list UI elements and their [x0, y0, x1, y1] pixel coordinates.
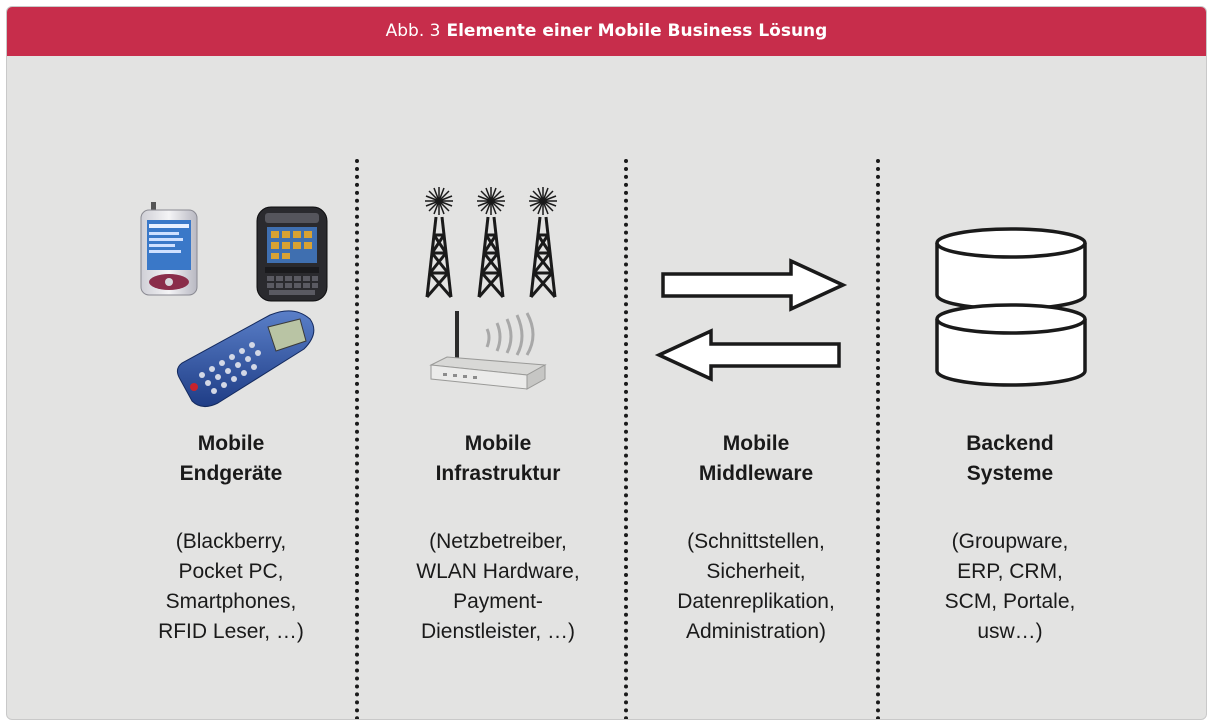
arrow-left-icon [654, 328, 841, 382]
title-line: Infrastruktur [435, 462, 561, 485]
column-description: (Schnittstellen, Sicherheit, Datenreplik… [636, 527, 876, 647]
desc-line: (Groupware, [951, 530, 1069, 553]
caption-title: Elemente einer Mobile Business Lösung [446, 21, 828, 41]
desc-line: WLAN Hardware, [416, 560, 580, 583]
blackberry-icon [256, 206, 328, 302]
column-title: Mobile Infrastruktur [378, 429, 618, 489]
title-line: Mobile [197, 432, 265, 455]
wlan-router-icon [429, 311, 547, 390]
database-icon [935, 303, 1087, 387]
desc-line: Administration) [685, 620, 827, 643]
column-title: Backend Systeme [890, 429, 1130, 489]
desc-line: Payment- [453, 590, 543, 613]
desc-line: Smartphones, [165, 590, 297, 613]
rfid-scanner-icon [176, 310, 315, 407]
column-description: (Netzbetreiber, WLAN Hardware, Payment- … [378, 527, 618, 647]
desc-line: SCM, Portale, [944, 590, 1076, 613]
title-line: Backend [966, 432, 1054, 455]
column-divider [355, 159, 359, 719]
title-line: Mobile [722, 432, 790, 455]
desc-line: Sicherheit, [706, 560, 806, 583]
desc-line: Pocket PC, [178, 560, 284, 583]
caption-label: Abb. 3 [385, 21, 441, 41]
desc-line: usw…) [977, 620, 1043, 643]
title-line: Middleware [698, 462, 814, 485]
title-line: Mobile [464, 432, 532, 455]
desc-line: Dienstleister, …) [420, 620, 576, 643]
title-line: Endgeräte [179, 462, 283, 485]
desc-line: (Netzbetreiber, [429, 530, 567, 553]
desc-line: (Blackberry, [175, 530, 287, 553]
arrow-right-icon [661, 258, 848, 312]
column-title: Mobile Endgeräte [111, 429, 351, 489]
column-description: (Blackberry, Pocket PC, Smartphones, RFI… [111, 527, 351, 647]
desc-line: Datenreplikation, [677, 590, 835, 613]
desc-line: (Schnittstellen, [687, 530, 825, 553]
desc-line: ERP, CRM, [957, 560, 1063, 583]
column-title: Mobile Middleware [636, 429, 876, 489]
pocket-pc-icon [140, 202, 198, 296]
column-divider [624, 159, 628, 719]
column-divider [876, 159, 880, 719]
column-description: (Groupware, ERP, CRM, SCM, Portale, usw…… [890, 527, 1130, 647]
desc-line: RFID Leser, …) [158, 620, 304, 643]
title-line: Systeme [966, 462, 1054, 485]
radio-tower-icon [423, 185, 559, 299]
